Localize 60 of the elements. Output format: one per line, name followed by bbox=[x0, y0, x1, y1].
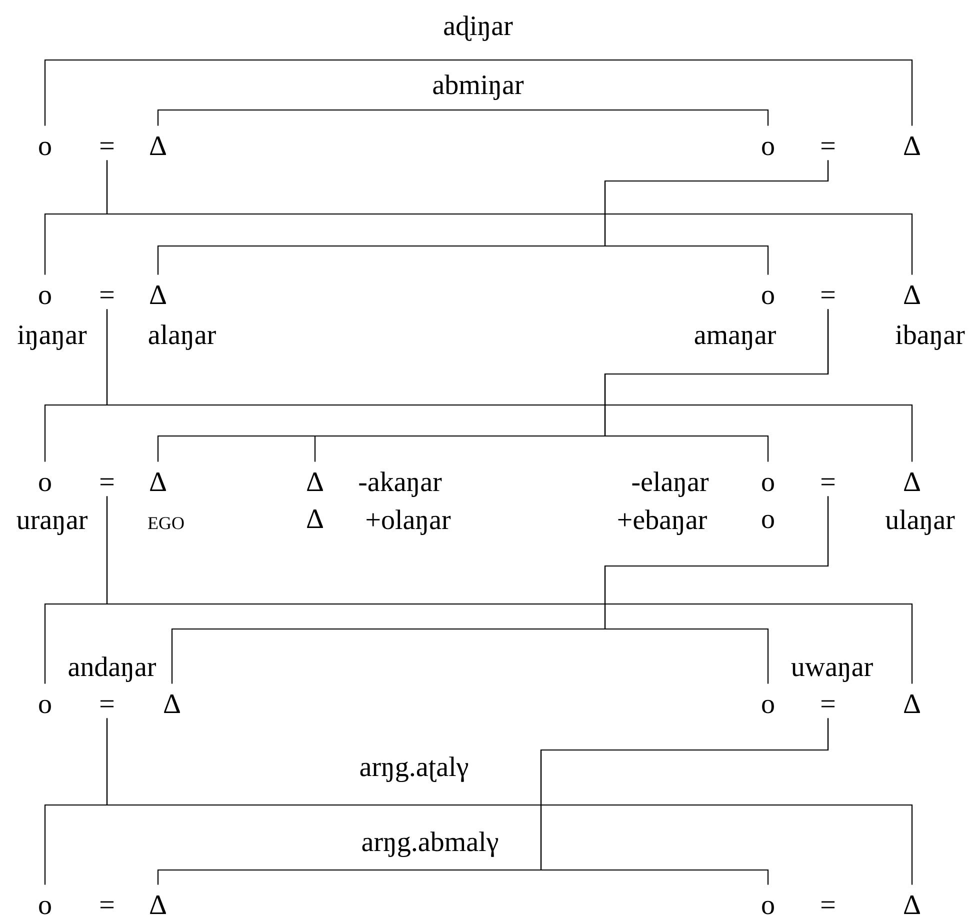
triangle-symbol: Δ bbox=[904, 896, 920, 914]
kin-term: iŋaŋar bbox=[18, 325, 87, 350]
descent-line bbox=[604, 160, 829, 275]
kin-term: -elaŋar bbox=[632, 472, 709, 497]
marriage-sign: = bbox=[822, 478, 835, 486]
triangle-symbol: Δ bbox=[904, 136, 920, 155]
kin-term: +ebaŋar bbox=[618, 510, 707, 535]
descent-line bbox=[604, 309, 829, 462]
circle-symbol: o bbox=[39, 478, 51, 492]
kin-term: ulaŋar bbox=[885, 510, 955, 535]
marriage-sign: = bbox=[100, 700, 114, 708]
triangle-symbol: Δ bbox=[307, 510, 323, 528]
circle-symbol: o bbox=[39, 900, 51, 914]
marriage-sign: = bbox=[100, 291, 114, 298]
triangle-symbol: Δ bbox=[904, 472, 920, 491]
triangle-symbol: Δ bbox=[307, 472, 323, 491]
descent-line bbox=[106, 309, 913, 462]
kin-term: -akaŋar bbox=[359, 472, 442, 497]
circle-symbol: o bbox=[762, 142, 774, 156]
kin-term: ibaŋar bbox=[896, 324, 965, 350]
kin-term: andaŋar bbox=[68, 656, 156, 682]
marriage-sign: = bbox=[100, 142, 114, 150]
kin-term: uwaŋar bbox=[791, 662, 873, 682]
descent-line bbox=[106, 160, 913, 275]
circle-symbol: o bbox=[762, 478, 774, 492]
circle-symbol: o bbox=[762, 700, 774, 714]
marriage-sign: = bbox=[100, 478, 114, 486]
edge-label: aɖiŋar bbox=[441, 14, 515, 43]
circle-symbol: o bbox=[762, 290, 774, 304]
triangle-symbol: Δ bbox=[150, 136, 166, 155]
circle-symbol: o bbox=[762, 900, 774, 914]
marriage-sign: = bbox=[822, 700, 835, 708]
triangle-symbol: Δ bbox=[150, 286, 166, 304]
triangle-symbol: Δ bbox=[904, 694, 920, 713]
triangle-symbol: Δ bbox=[150, 472, 166, 491]
kin-term: amaŋar bbox=[694, 330, 776, 350]
triangle-symbol: Δ bbox=[150, 896, 166, 914]
triangle-symbol: Δ bbox=[904, 286, 920, 304]
marriage-sign: = bbox=[822, 901, 835, 908]
triangle-symbol: Δ bbox=[164, 694, 180, 713]
kin-term: alaŋar bbox=[148, 324, 216, 350]
sibling-bracket bbox=[44, 59, 913, 126]
edge-label: arŋg.aʈalγ bbox=[357, 754, 471, 784]
edge-label: abmiŋar bbox=[430, 72, 526, 102]
circle-symbol: o bbox=[39, 142, 51, 156]
descent-line bbox=[106, 496, 913, 684]
kin-term: +olaŋar bbox=[366, 510, 451, 535]
marriage-sign: = bbox=[822, 142, 835, 150]
sibling-bracket bbox=[157, 109, 769, 126]
circle-symbol: o bbox=[39, 290, 51, 304]
descent-line bbox=[604, 496, 829, 684]
circle-symbol: o bbox=[39, 700, 51, 714]
descent-line bbox=[540, 718, 829, 885]
edge-label: arŋg.abmalγ bbox=[359, 830, 501, 860]
circle-symbol: o bbox=[762, 514, 774, 528]
descent-line bbox=[106, 718, 913, 885]
kin-term: uraŋar bbox=[16, 516, 88, 535]
marriage-sign: = bbox=[822, 291, 835, 298]
marriage-sign: = bbox=[100, 901, 114, 908]
kin-term: EGO bbox=[148, 517, 184, 530]
